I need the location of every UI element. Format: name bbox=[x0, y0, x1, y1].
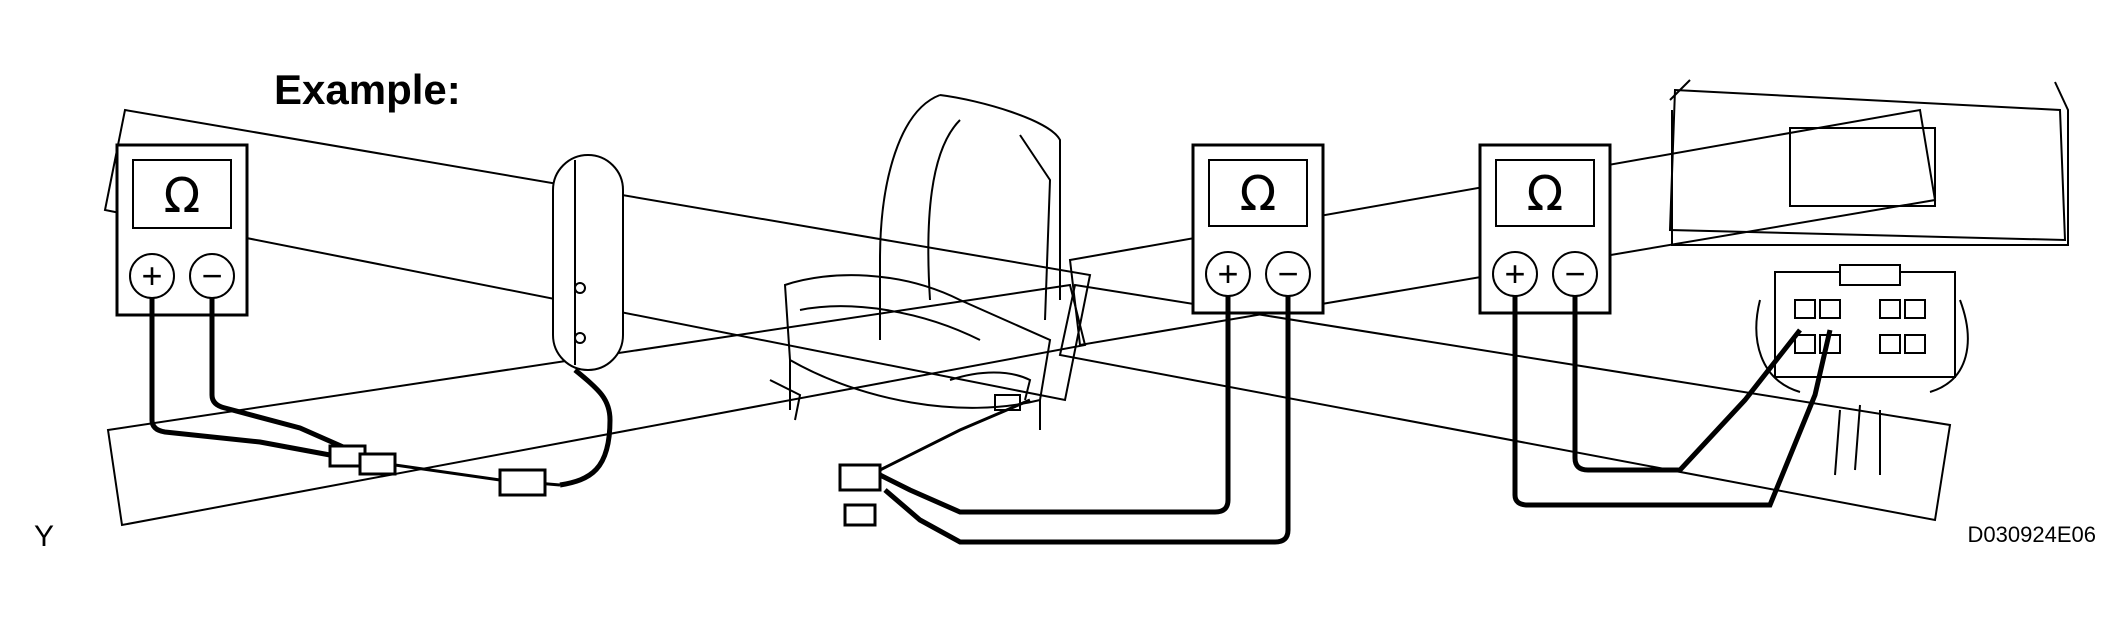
ohm-symbol-3: Ω bbox=[1527, 166, 1564, 222]
seat-drawing bbox=[769, 94, 1061, 430]
plus-terminal-3: + bbox=[1504, 253, 1525, 294]
meter-3-test-leads bbox=[1512, 296, 1833, 508]
corner-code: Y bbox=[34, 520, 55, 553]
meter-1-test-leads bbox=[149, 298, 561, 497]
plus-terminal-1: + bbox=[141, 255, 162, 296]
example-title: Example: bbox=[274, 66, 461, 113]
ohm-symbol-1: Ω bbox=[164, 168, 201, 224]
display-housing bbox=[1669, 79, 2069, 246]
meter-2-test-leads bbox=[838, 296, 1291, 545]
minus-terminal-2: − bbox=[1277, 253, 1298, 294]
inflator-component bbox=[552, 154, 624, 488]
ecu-connector bbox=[1755, 264, 1969, 476]
minus-terminal-3: − bbox=[1564, 253, 1585, 294]
ohmmeter-3: Ω + − bbox=[1478, 143, 1612, 315]
ohm-symbol-2: Ω bbox=[1240, 166, 1277, 222]
ohmmeter-1: Ω + − bbox=[115, 143, 249, 317]
minus-terminal-1: − bbox=[201, 255, 222, 296]
ohmmeter-2: Ω + − bbox=[1191, 143, 1325, 315]
figure-id: D030924E06 bbox=[1967, 522, 2096, 547]
plus-terminal-2: + bbox=[1217, 253, 1238, 294]
